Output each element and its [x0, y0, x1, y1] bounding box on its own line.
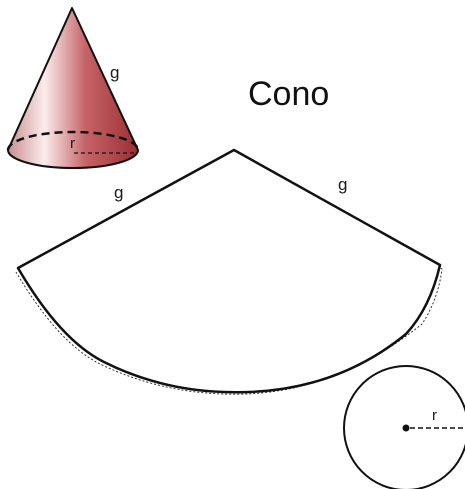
cone-slant-label: g: [110, 63, 119, 82]
cone-3d: r g: [6, 7, 140, 169]
base-radius-label: r: [432, 407, 437, 424]
cone-radius-label: r: [70, 135, 75, 152]
cone-base-back-edge: [6, 130, 140, 151]
cone-net-sector: g g: [15, 148, 443, 395]
base-center-point: [402, 424, 410, 432]
sector-right-slant-label: g: [338, 175, 347, 194]
sector-shape: [16, 148, 442, 394]
cone-net-base-circle: r: [343, 365, 465, 489]
sector-left-slant-label: g: [114, 183, 123, 202]
cone-body: [7, 7, 139, 169]
diagram-title: Cono: [248, 75, 329, 113]
